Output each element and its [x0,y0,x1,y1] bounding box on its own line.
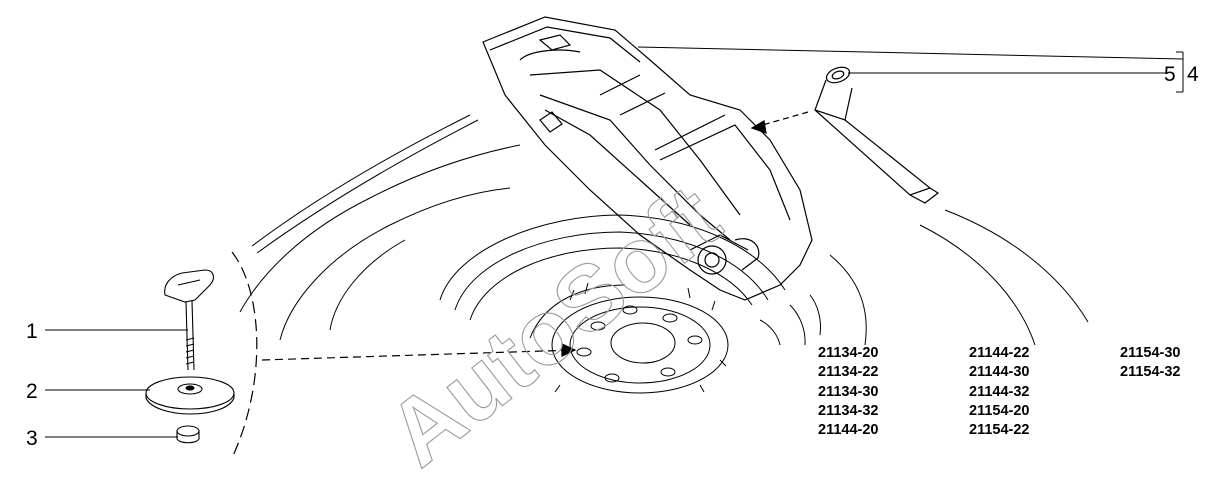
watermark: AutoSoft [370,166,739,485]
model-code: 21144-32 [969,383,1030,400]
model-column-1: 21134-20 21134-22 21134-30 21134-32 2114… [818,344,878,440]
fitment-arrows [261,111,809,361]
callout-4: 4 [1187,63,1199,86]
wheel-wrench [814,66,940,204]
model-code: 21134-20 [818,345,879,361]
leader-lines [45,46,1184,438]
model-column-3: 21154-30 21154-32 [1120,344,1180,383]
holder-bolt [164,269,214,371]
model-code: 21154-22 [969,422,1030,439]
model-code: 21134-30 [818,383,879,400]
washer-plate [145,376,235,415]
model-code: 21154-32 [1120,364,1181,381]
model-code: 21154-20 [969,402,1030,419]
model-code: 21144-20 [818,422,879,439]
model-column-2: 21144-22 21144-30 21144-32 21154-20 2115… [969,344,1029,440]
group-separator [231,251,258,459]
model-code: 21134-22 [818,364,879,381]
model-code: 21144-22 [969,345,1030,361]
model-code: 21134-32 [818,402,879,419]
tool-case [482,16,813,301]
spare-wheel [439,214,821,394]
callout-3: 3 [26,427,38,450]
model-code: 21154-30 [1120,345,1181,361]
callout-2: 2 [26,380,38,403]
callout-1: 1 [26,320,38,343]
nut [176,425,200,444]
model-code: 21144-30 [969,364,1030,381]
callout-5: 5 [1164,63,1176,86]
trunk-outline [239,114,1089,346]
